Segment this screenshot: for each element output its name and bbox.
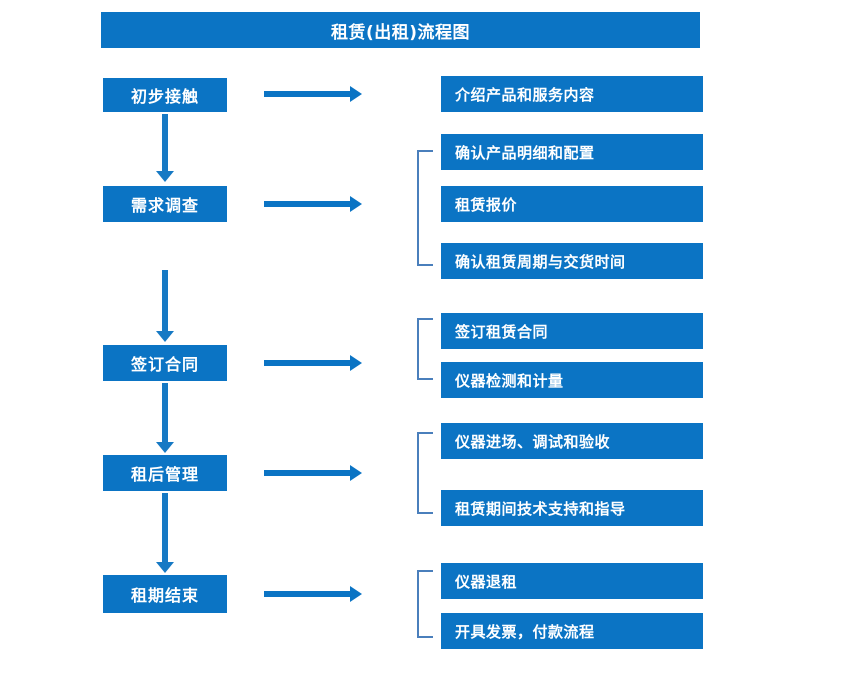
group-bracket-4 bbox=[417, 570, 433, 638]
group-bracket-1 bbox=[417, 150, 433, 266]
detail-box-6[interactable]: 仪器检测和计量 bbox=[441, 362, 703, 398]
detail-box-3[interactable]: 租赁报价 bbox=[441, 186, 703, 222]
arrow-shaft bbox=[162, 270, 168, 331]
arrow-shaft bbox=[162, 493, 168, 562]
detail-box-7[interactable]: 仪器进场、调试和验收 bbox=[441, 423, 703, 459]
arrow-head-icon bbox=[156, 442, 174, 453]
group-bracket-3 bbox=[417, 432, 433, 514]
arrow-shaft bbox=[162, 114, 168, 171]
vertical-arrow-2 bbox=[156, 270, 174, 342]
arrow-head-icon bbox=[156, 171, 174, 182]
detail-box-9[interactable]: 仪器退租 bbox=[441, 563, 703, 599]
horizontal-arrow-5 bbox=[264, 586, 362, 602]
vertical-arrow-4 bbox=[156, 493, 174, 573]
arrow-head-icon bbox=[350, 86, 362, 102]
detail-box-1[interactable]: 介绍产品和服务内容 bbox=[441, 76, 703, 112]
detail-box-10[interactable]: 开具发票，付款流程 bbox=[441, 613, 703, 649]
stage-box-5[interactable]: 租期结束 bbox=[103, 575, 227, 613]
group-bracket-2 bbox=[417, 318, 433, 380]
arrow-shaft bbox=[264, 91, 350, 97]
arrow-head-icon bbox=[156, 331, 174, 342]
detail-box-8[interactable]: 租赁期间技术支持和指导 bbox=[441, 490, 703, 526]
arrow-head-icon bbox=[350, 355, 362, 371]
arrow-head-icon bbox=[350, 586, 362, 602]
stage-box-4[interactable]: 租后管理 bbox=[103, 455, 227, 491]
detail-box-4[interactable]: 确认租赁周期与交货时间 bbox=[441, 243, 703, 279]
arrow-head-icon bbox=[350, 465, 362, 481]
vertical-arrow-3 bbox=[156, 383, 174, 453]
arrow-head-icon bbox=[156, 562, 174, 573]
horizontal-arrow-1 bbox=[264, 86, 362, 102]
arrow-shaft bbox=[264, 470, 350, 476]
stage-box-3[interactable]: 签订合同 bbox=[103, 345, 227, 381]
detail-box-5[interactable]: 签订租赁合同 bbox=[441, 313, 703, 349]
arrow-shaft bbox=[264, 360, 350, 366]
detail-box-2[interactable]: 确认产品明细和配置 bbox=[441, 134, 703, 170]
horizontal-arrow-4 bbox=[264, 465, 362, 481]
diagram-title: 租赁(出租)流程图 bbox=[101, 12, 700, 48]
vertical-arrow-1 bbox=[156, 114, 174, 182]
horizontal-arrow-3 bbox=[264, 355, 362, 371]
stage-box-2[interactable]: 需求调查 bbox=[103, 186, 227, 222]
arrow-shaft bbox=[162, 383, 168, 442]
horizontal-arrow-2 bbox=[264, 196, 362, 212]
stage-box-1[interactable]: 初步接触 bbox=[103, 78, 227, 112]
arrow-shaft bbox=[264, 201, 350, 207]
arrow-shaft bbox=[264, 591, 350, 597]
arrow-head-icon bbox=[350, 196, 362, 212]
